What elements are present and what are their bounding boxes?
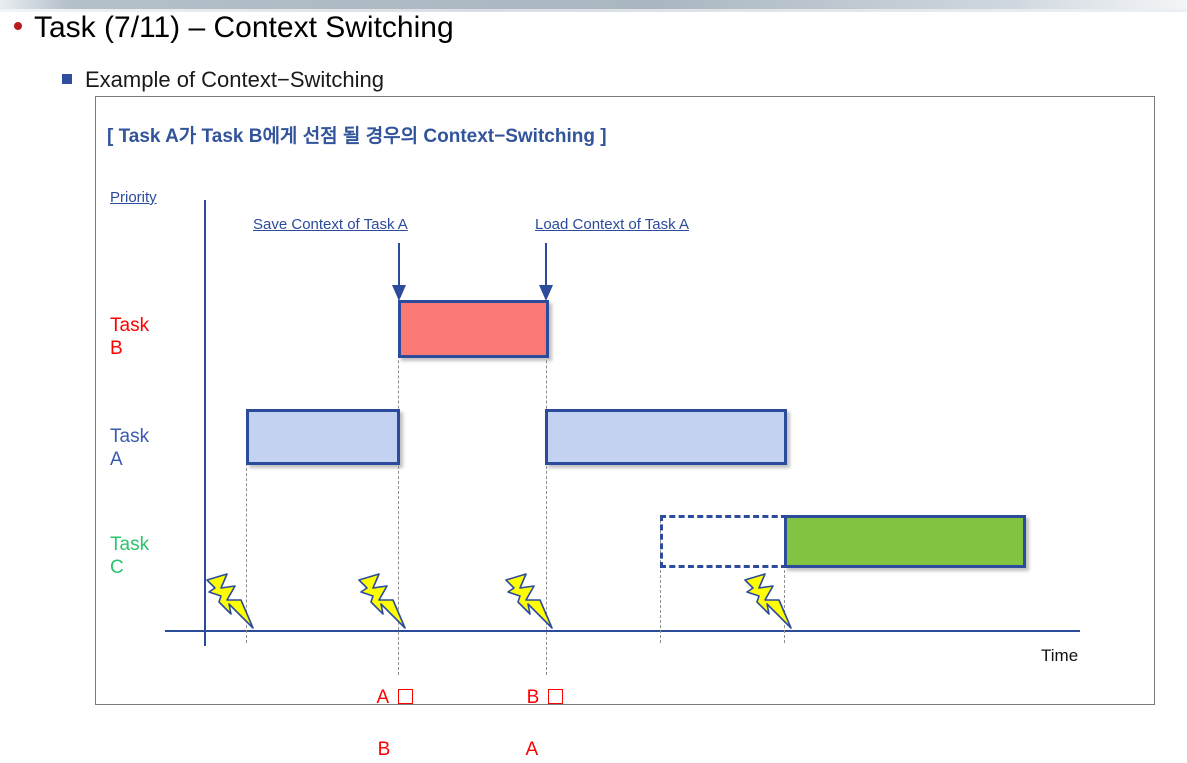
bar-task-b-1: [398, 300, 549, 358]
bar-task-c-1: [784, 515, 1026, 568]
bar-task-c-pending: [660, 515, 787, 568]
lightning-bolt-icon: [505, 573, 553, 629]
page-title-text: Task (7/11) – Context Switching: [34, 11, 454, 44]
row-label-task-a: Task A: [110, 426, 150, 470]
switch-glyph-box: [398, 689, 414, 705]
guide-line-2: [398, 300, 399, 675]
save-context-down-arrow-icon: [392, 243, 406, 301]
guide-line-4: [660, 515, 661, 643]
guide-line-5: [784, 515, 785, 643]
save-context-label: Save Context of Task A: [253, 216, 408, 233]
y-axis-label: Priority: [110, 189, 157, 206]
load-context-label: Load Context of Task A: [535, 216, 689, 233]
switch-marker-a-to-b: A B: [367, 659, 414, 763]
switch-glyph-box: [548, 689, 564, 705]
lightning-bolt-icon: [358, 573, 406, 629]
row-label-task-b: Task B: [110, 315, 150, 359]
diagram-title: [ Task A가 Task B에게 선점 될 경우의 Context−Swit…: [107, 126, 607, 147]
round-bullet-icon: [14, 22, 22, 31]
switch-from-label: B: [526, 687, 540, 708]
load-context-down-arrow-icon: [539, 243, 553, 301]
square-bullet-icon: [62, 74, 72, 85]
switch-to-label: B: [377, 739, 391, 760]
switch-from-label: A: [376, 687, 390, 708]
page-title: Task (7/11) – Context Switching: [14, 11, 454, 45]
page-subtitle-text: Example of Context−Switching: [85, 67, 384, 92]
priority-axis: [204, 200, 206, 646]
lightning-bolt-icon: [744, 573, 792, 629]
bar-task-a-2: [545, 409, 787, 465]
slide-top-band-shadow: [0, 9, 1187, 12]
row-label-task-c: Task C: [110, 534, 150, 578]
slide-top-band: [0, 0, 1187, 9]
switch-to-label: A: [525, 739, 539, 760]
x-axis-label: Time: [1041, 646, 1079, 665]
guide-line-1: [246, 463, 247, 643]
lightning-bolt-icon: [206, 573, 254, 629]
diagram-container: [95, 96, 1155, 705]
time-axis: [165, 630, 1080, 632]
switch-marker-b-to-a: B A: [516, 659, 564, 763]
guide-line-3: [546, 300, 547, 675]
page-subtitle: Example of Context−Switching: [62, 67, 384, 93]
bar-task-a-1: [246, 409, 400, 465]
